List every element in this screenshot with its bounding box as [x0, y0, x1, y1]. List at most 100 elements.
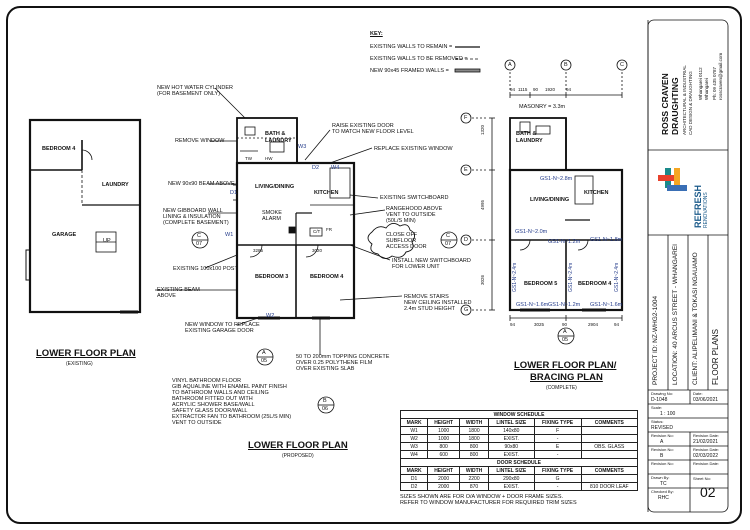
sheet-no-label: Sheet No: — [693, 476, 711, 481]
rev-date-1: 21/02/2021 — [693, 439, 719, 445]
brace-gs1f: GS1-N~2.4m — [568, 262, 574, 292]
ws-cell: 800 — [459, 450, 489, 459]
room-living-c: LIVING/DINING — [530, 197, 570, 203]
note-new-beam: NEW 90x90 BEAM ABOVE — [168, 181, 235, 187]
note-hot-water-1: NEW HOT WATER CYLINDER — [157, 85, 233, 91]
ws-h-comments: COMMENTS — [580, 418, 639, 427]
note-replace-window: REPLACE EXISTING WINDOW — [374, 146, 453, 152]
note-vinyl-8: VENT TO OUTSIDE — [172, 420, 222, 426]
masonry-note: MASONRY = 3.3m — [519, 104, 566, 110]
fr-label: FR — [326, 227, 332, 232]
scale-label: Scale: — [651, 405, 663, 410]
ws-cell — [580, 426, 639, 435]
room-kitchen-c: KITCHEN — [584, 190, 609, 196]
ws-cell: - — [533, 434, 582, 443]
checked-by-label: Checked By: — [651, 489, 674, 494]
ws-cell: W2 — [399, 434, 429, 443]
dim-bot-1: 94 — [510, 322, 516, 327]
rev-no-1: A — [660, 439, 664, 445]
note-closeoff-2: SUBFLOOR — [386, 238, 417, 244]
ct-label: C/T — [313, 229, 321, 234]
brace-gs1d: GS1-N~1.8m — [590, 237, 623, 243]
section-a-letter-2: A — [563, 329, 567, 335]
ds-cell — [580, 474, 639, 483]
grid-a: A — [508, 62, 512, 68]
ds-cell: 290x80 — [487, 474, 535, 483]
mark-w3: W3 — [298, 144, 307, 150]
ds-cell: EXIST. — [487, 482, 535, 491]
note-rangehood-3: (50L/S MIN) — [386, 218, 416, 224]
rev-no-label-3: Revision No: — [651, 461, 674, 466]
rev-date-label-3: Revision Date: — [693, 461, 720, 466]
mark-w2: W2 — [266, 313, 275, 319]
note-rangehood-2: VENT TO OUTSIDE — [386, 212, 436, 218]
project-client: CLIENT: ALIPELIMANI & TOKASI NGAUAMO — [692, 252, 699, 385]
section-c-sheet: 07 — [196, 241, 203, 247]
dim-3285: 3285 — [253, 248, 264, 253]
tw-label: TW — [245, 156, 252, 161]
ws-cell: W1 — [399, 426, 429, 435]
company-tagline-2: CAD DESIGN & DRAUGHTING — [688, 71, 693, 135]
note-vinyl-3: TO BATHROOM WALLS AND CEILING — [172, 390, 269, 396]
company-addr-1: Whangarei 0112 — [698, 67, 703, 100]
logo-text-refresh: REFRESH — [693, 184, 703, 228]
dim-bot-3: 90 — [562, 322, 568, 327]
key-remain-label: EXISTING WALLS TO REMAIN = — [370, 44, 453, 50]
note-vinyl-5: ACRYLIC SHOWER BASE/WALL — [172, 402, 255, 408]
note-remove-stairs-1: REMOVE STAIRS — [404, 294, 449, 300]
section-b-sheet: 06 — [322, 406, 329, 412]
ds-cell: D2 — [399, 482, 429, 491]
dim-bot-4: 2904 — [588, 322, 599, 327]
section-b-letter: B — [323, 398, 327, 404]
room-bath: BATH & — [265, 131, 286, 137]
ds-h-fixing: FIXING TYPE — [533, 466, 582, 475]
brace-gs1i: GS1-N~1.6m — [590, 302, 623, 308]
ws-h-fixing: FIXING TYPE — [533, 418, 582, 427]
grid-b: B — [564, 62, 568, 68]
logo-text-renovations: RENOVATIONS — [703, 192, 709, 228]
dim-top-1: 94 — [510, 87, 516, 92]
brace-gs1c: GS1-N~2.0m — [515, 229, 548, 235]
brace-gs1a: GS1-N~2.8m — [540, 176, 573, 182]
note-topping-3: OVER EXISTING SLAB — [296, 366, 355, 372]
note-gib-3: (COMPLETE BASEMENT) — [163, 220, 229, 226]
window-schedule-title: WINDOW SCHEDULE — [400, 410, 638, 419]
dim-left-2: 4995 — [480, 199, 485, 210]
ws-cell: W4 — [399, 450, 429, 459]
dim-top-2: 1115 — [518, 87, 528, 92]
status-label: Status: — [651, 419, 664, 424]
brace-gs1j: GS1-N~2.4m — [614, 262, 620, 292]
note-remove-stairs-2: NEW CEILING INSTALLED — [404, 300, 472, 306]
room-bath-c: BATH & — [516, 131, 537, 137]
ws-cell: - — [533, 450, 582, 459]
note-gib-2: LINING & INSULATION — [163, 214, 221, 220]
note-remove-window: REMOVE WINDOW — [175, 138, 225, 144]
brace-gs1b: GS1-N~1.2m — [548, 239, 581, 245]
rev-date-label-1: Revision Date: — [693, 433, 720, 438]
brace-gs1g: GS1-N~1.6m — [516, 302, 549, 308]
ws-cell: EXIST. — [487, 450, 535, 459]
note-closeoff-3: ACCESS DOOR — [386, 244, 427, 250]
refresh-logo-mark — [658, 168, 687, 191]
drawn-by-label: Drawn By: — [651, 475, 670, 480]
room-bedroom3: BEDROOM 3 — [255, 274, 289, 280]
mark-w1: W1 — [225, 232, 234, 238]
alarm-label: ALARM — [262, 216, 281, 222]
note-raise-door-1: RAISE EXISTING DOOR — [332, 123, 394, 129]
company-phone: Ph: 09 435 0787 — [712, 66, 717, 100]
status-value: REVISED — [651, 425, 673, 431]
room-bedroom4-existing: BEDROOM 4 — [42, 146, 76, 152]
company-name-1: ROSS CRAVEN — [660, 73, 670, 135]
ws-cell: 800 — [427, 442, 461, 451]
ds-cell: G — [533, 474, 582, 483]
note-new-switchboard-2: FOR LOWER UNIT — [392, 264, 440, 270]
ds-h-lintel: LINTEL SIZE — [487, 466, 535, 475]
note-existing-beam-1: EXISTING BEAM — [157, 287, 200, 293]
dim-3020: 3020 — [312, 248, 323, 253]
complete-plan-title-1: LOWER FLOOR PLAN/ — [514, 360, 617, 371]
